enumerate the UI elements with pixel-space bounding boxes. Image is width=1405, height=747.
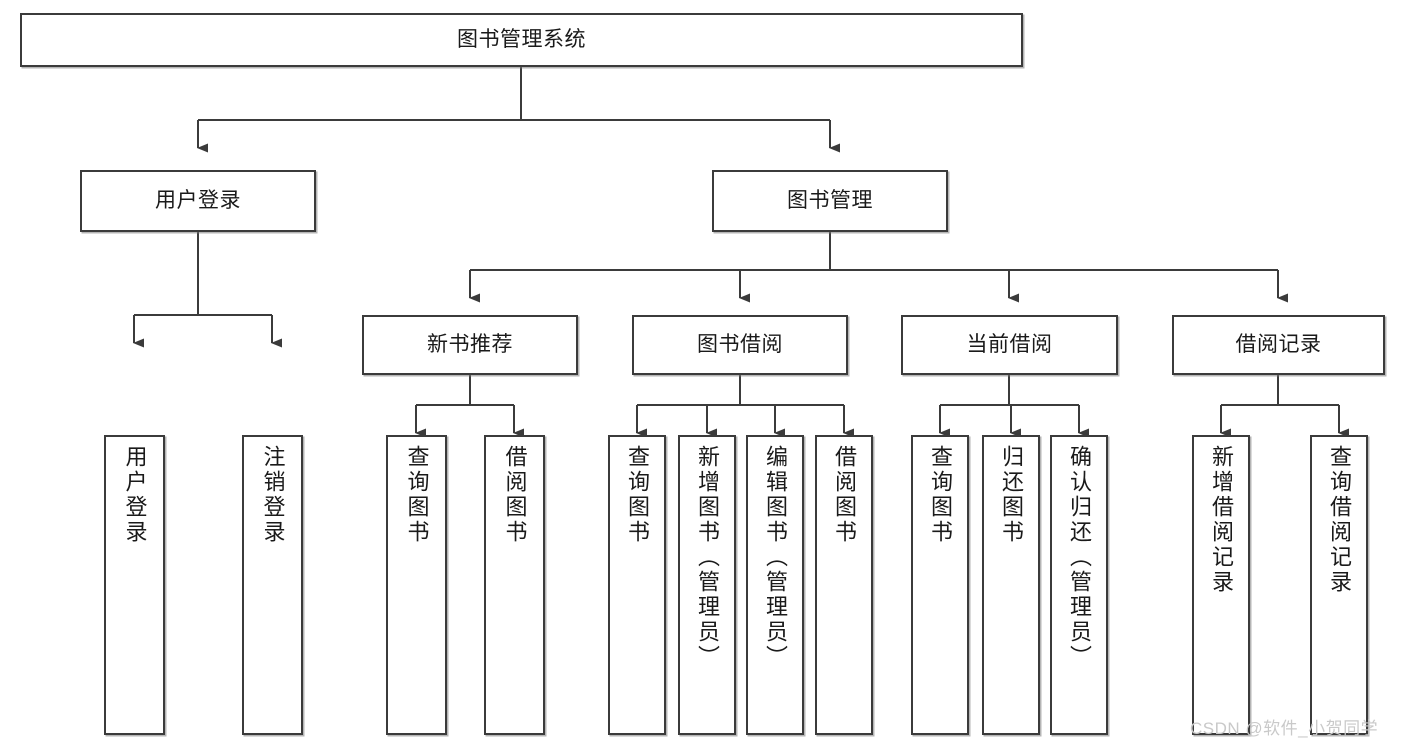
- node-leaf-add-book-admin[interactable]: 新增图书（管理员）: [678, 435, 736, 735]
- node-label: 借阅图书: [502, 445, 528, 545]
- node-leaf-query-borrow-record[interactable]: 查询借阅记录: [1310, 435, 1368, 735]
- node-leaf-return-book[interactable]: 归还图书: [982, 435, 1040, 735]
- node-label: 查询图书: [404, 445, 430, 545]
- node-leaf-borrow-book-2[interactable]: 借阅图书: [815, 435, 873, 735]
- node-label: 注销登录: [260, 445, 286, 545]
- node-label: 图书借阅: [697, 332, 783, 356]
- node-label: 用户登录: [122, 445, 148, 545]
- node-borrow-record[interactable]: 借阅记录: [1172, 315, 1385, 375]
- node-leaf-confirm-return-admin[interactable]: 确认归还（管理员）: [1050, 435, 1108, 735]
- node-leaf-query-book-1[interactable]: 查询图书: [386, 435, 447, 735]
- node-leaf-edit-book-admin[interactable]: 编辑图书（管理员）: [746, 435, 804, 735]
- node-label: 查询借阅记录: [1327, 445, 1352, 595]
- node-new-book-recommend[interactable]: 新书推荐: [362, 315, 578, 375]
- node-leaf-borrow-book-1[interactable]: 借阅图书: [484, 435, 545, 735]
- node-book-manage[interactable]: 图书管理: [712, 170, 948, 232]
- node-label: 查询图书: [928, 445, 953, 545]
- node-label: 查询图书: [625, 445, 650, 545]
- node-label: 归还图书: [999, 445, 1024, 545]
- node-label: 图书管理: [787, 188, 873, 212]
- node-current-borrow[interactable]: 当前借阅: [901, 315, 1118, 375]
- node-label: 当前借阅: [966, 332, 1053, 356]
- node-leaf-user-login[interactable]: 用户登录: [104, 435, 165, 735]
- node-leaf-query-book-2[interactable]: 查询图书: [608, 435, 666, 735]
- node-leaf-query-book-3[interactable]: 查询图书: [911, 435, 969, 735]
- node-label: 编辑图书（管理员）: [763, 445, 788, 670]
- node-label: 借阅记录: [1235, 332, 1322, 356]
- node-leaf-add-borrow-record[interactable]: 新增借阅记录: [1192, 435, 1250, 735]
- node-label: 新增借阅记录: [1209, 445, 1234, 595]
- node-label: 新增图书（管理员）: [695, 445, 720, 670]
- node-book-borrow[interactable]: 图书借阅: [632, 315, 848, 375]
- node-label: 确认归还（管理员）: [1067, 445, 1092, 670]
- node-user-login[interactable]: 用户登录: [80, 170, 316, 232]
- node-leaf-logout[interactable]: 注销登录: [242, 435, 303, 735]
- node-label: 新书推荐: [427, 332, 513, 356]
- node-label: 图书管理系统: [457, 27, 586, 51]
- node-label: 用户登录: [155, 188, 241, 212]
- node-root[interactable]: 图书管理系统: [20, 13, 1023, 67]
- node-label: 借阅图书: [832, 445, 857, 545]
- wire-group: [132, 67, 1349, 438]
- watermark-csdn: CSDN @软件_小贺同学: [1190, 719, 1379, 738]
